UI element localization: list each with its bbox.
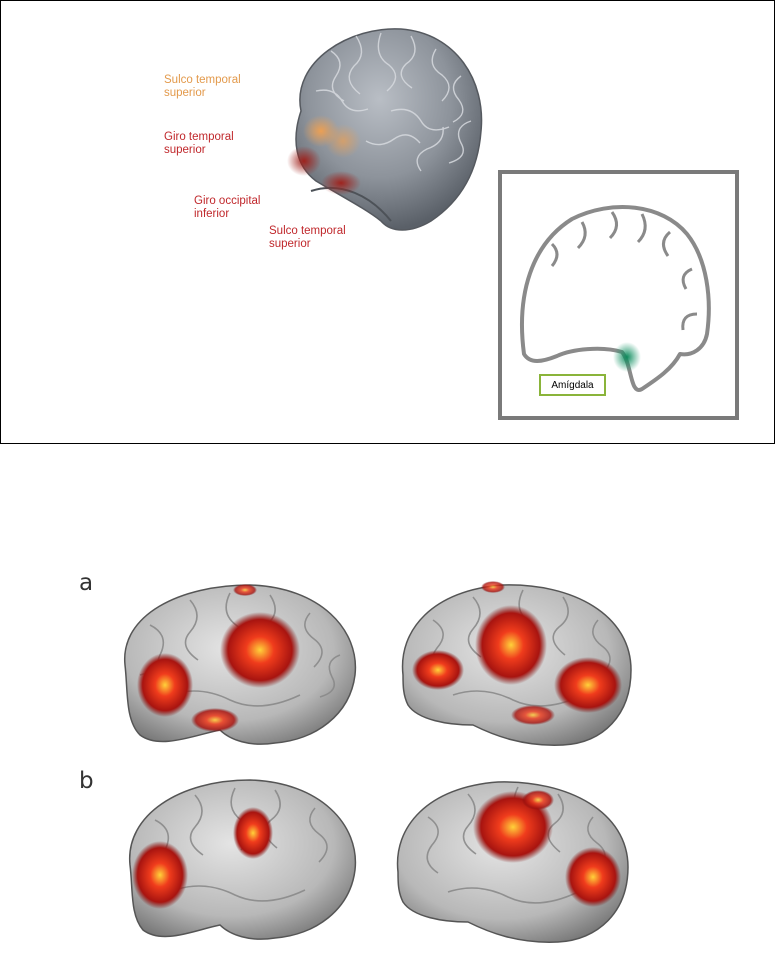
label-superior-temporal-sulcus-lower: Sulco temporal superior <box>269 225 346 251</box>
panel-letter-a: a <box>79 570 93 596</box>
label-inferior-occipital-gyrus: Giro occipital inferior <box>194 195 260 221</box>
brain-lateral-render <box>271 21 491 241</box>
brain-render-a-right <box>393 575 638 755</box>
brain-render-a-left <box>110 575 365 755</box>
brain-render-b-left <box>115 770 365 948</box>
amygdala-inset: Amígdala <box>498 170 739 420</box>
top-diagram-panel: Sulco temporal superior Giro temporal su… <box>0 0 775 444</box>
amygdala-label: Amígdala <box>539 374 606 396</box>
panel-letter-b: b <box>79 768 94 794</box>
brain-render-b-right <box>388 772 638 950</box>
label-superior-temporal-sulcus-upper: Sulco temporal superior <box>164 74 241 100</box>
brain-sagittal-outline <box>502 174 735 416</box>
label-superior-temporal-gyrus: Giro temporal superior <box>164 131 234 157</box>
